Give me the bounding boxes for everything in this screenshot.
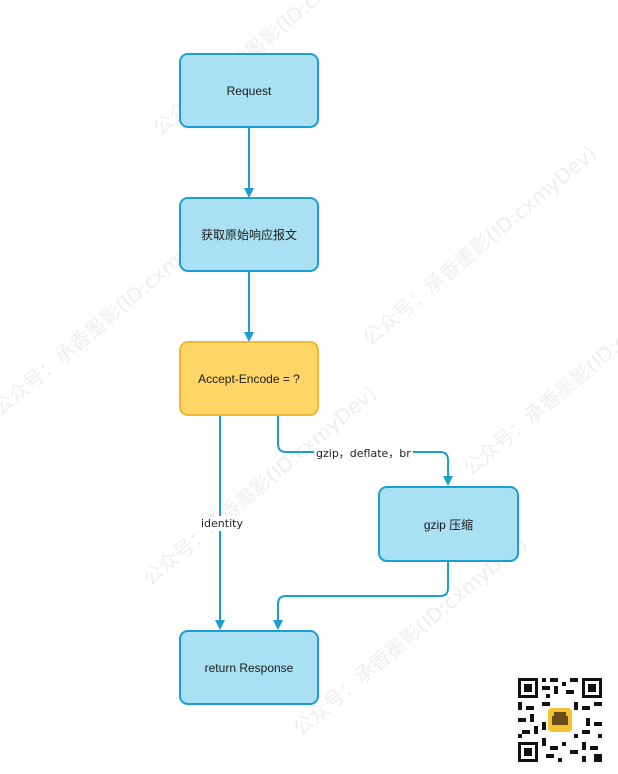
arrow-gzip-to-response (273, 562, 449, 630)
node-get-raw-response-label: 获取原始响应报文 (200, 228, 297, 242)
edge-label-compress: gzip，deflate，br (314, 444, 413, 462)
qr-code (516, 676, 604, 764)
node-get-raw-response: 获取原始响应报文 (179, 197, 319, 272)
node-return-response: return Response (179, 630, 319, 705)
node-accept-encode: Accept-Encode = ? (179, 341, 319, 416)
node-accept-encode-label: Accept-Encode = ? (198, 371, 300, 386)
node-request-label: Request (226, 83, 272, 98)
node-gzip-compress-label: gzip 压缩 (423, 517, 474, 532)
node-gzip-compress: gzip 压缩 (378, 486, 519, 562)
edge-label-identity: identity (199, 516, 245, 531)
node-request: Request (179, 53, 319, 128)
node-return-response-label: return Response (204, 660, 294, 675)
